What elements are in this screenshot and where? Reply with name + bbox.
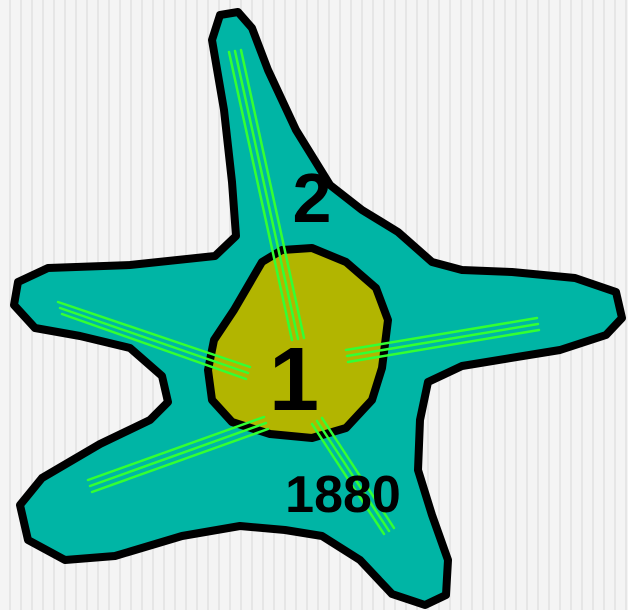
label-region-1: 1 [269, 330, 319, 430]
label-year: 1880 [285, 466, 401, 524]
label-region-2: 2 [293, 159, 332, 237]
